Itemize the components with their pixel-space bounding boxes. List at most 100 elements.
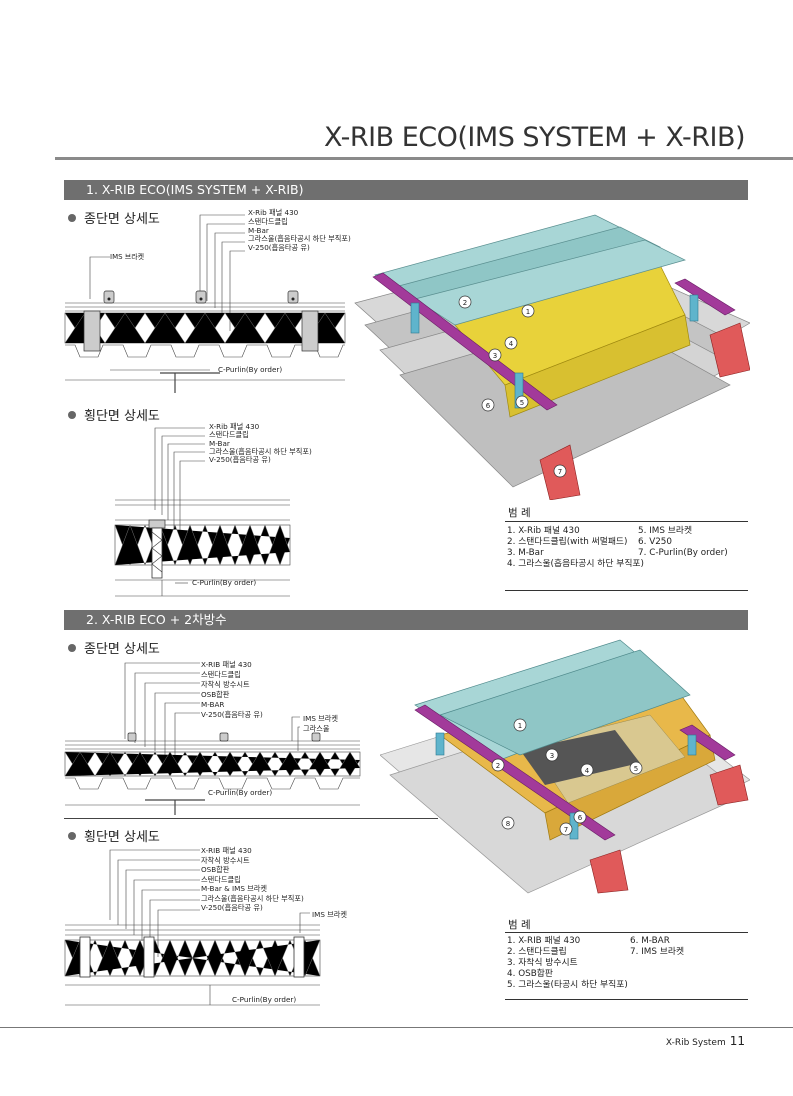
s2-cross-labels: X-RIB 패널 430 자착식 방수시트 OSB합판 스탠다드클립 M-Bar…: [201, 846, 304, 913]
title-rule: [55, 157, 793, 160]
s2-long-side-labels: IMS 브라켓 그라스울: [303, 714, 338, 734]
s2-long-label-5: M-BAR: [201, 700, 225, 709]
s2-long-label-3: 자착식 방수시트: [201, 680, 250, 689]
s1-cross-label-3: M-Bar: [209, 438, 230, 448]
s1-legend-item-5: 5. IMS 브라켓: [638, 526, 693, 536]
s2-cross-label-1: X-RIB 패널 430: [201, 846, 252, 855]
s1-cross-labels: X-Rib 패널 430 스탠다드클립 M-Bar 그라스울(흡음타공시 하단 …: [209, 422, 312, 465]
s2-cross-label-7: V-250(흡음타공 유): [201, 903, 263, 912]
s1-cross-label-1: X-Rib 패널 430: [209, 422, 260, 431]
s2-longitudinal-section-drawing: [64, 662, 361, 815]
s2-cross-section-drawing: [64, 849, 321, 1006]
s1-iso-num-1: 1: [526, 308, 530, 316]
s1-cross-label-2: 스탠다드클립: [209, 430, 249, 440]
s1-iso-num-6: 6: [486, 402, 491, 410]
s1-cross-label-4: 그라스울(흡음타공시 하단 부직포): [209, 446, 312, 456]
s2-long-title-text: 종단면 상세도: [84, 642, 160, 657]
s1-legend-left: 1. X-Rib 패널 430 2. 스탠다드클립(with 써멀패드) 3. …: [507, 526, 644, 570]
s1-legend-right: 5. IMS 브라켓 6. V250 7. C-Purlin(By order): [638, 526, 728, 559]
s1-cross-label-5: V-250(흡음타공 유): [209, 455, 271, 465]
s1-iso-num-3: 3: [493, 352, 497, 360]
s2-long-side-label-1: IMS 브라켓: [303, 714, 339, 723]
s1-long-label-4: 그라스울(흡음타공시 하단 부직포): [248, 234, 351, 244]
s2-legend-item-7: 7. IMS 브라켓: [630, 947, 685, 957]
s1-long-purlin-label: C-Purlin(By order): [218, 365, 283, 374]
page-title: X-RIB ECO(IMS SYSTEM + X-RIB): [324, 122, 745, 153]
s2-legend-top-rule: [505, 932, 748, 933]
s1-cross-section-drawing: [114, 427, 291, 597]
section2-header: 2. X-RIB ECO + 2차방수: [64, 610, 748, 630]
bullet-icon: [68, 644, 76, 652]
s2-long-title: 종단면 상세도: [68, 638, 160, 657]
s1-long-title-text: 종단면 상세도: [84, 212, 160, 227]
s1-iso-num-7: 7: [558, 468, 562, 476]
s1-cross-title-text: 횡단면 상세도: [84, 409, 160, 424]
s1-legend-item-6: 6. V250: [638, 537, 672, 547]
bullet-icon: [68, 214, 76, 222]
s1-legend-item-3: 3. M-Bar: [507, 548, 544, 558]
s2-cross-title-text: 횡단면 상세도: [84, 830, 160, 845]
s2-cross-side-label: IMS 브라켓: [312, 910, 348, 919]
s1-legend-bottom-rule: [505, 590, 748, 591]
s2-cross-title: 횡단면 상세도: [68, 826, 160, 845]
s1-legend-item-4: 4. 그라스울(흡음타공시 하단 부직포): [507, 559, 644, 569]
s2-iso-num-3: 3: [550, 752, 554, 760]
s2-iso-num-8: 8: [506, 820, 510, 828]
s1-long-label-2: 스탠다드클립: [248, 216, 288, 226]
s2-long-labels: X-RIB 패널 430 스탠다드클립 자착식 방수시트 OSB합판 M-BAR…: [201, 660, 263, 720]
s2-long-label-1: X-RIB 패널 430: [201, 660, 252, 669]
s2-cross-label-5: M-Bar & IMS 브라켓: [201, 884, 268, 893]
page-number: 11: [729, 1034, 745, 1048]
s1-isometric-roof-illustration: 1 2 3 4 5 6 7: [354, 214, 750, 500]
s1-long-side-label: IMS 브라켓: [110, 253, 145, 261]
s2-legend-item-6: 6. M-BAR: [630, 936, 670, 946]
s2-iso-num-5: 5: [634, 765, 638, 773]
bullet-icon: [68, 832, 76, 840]
s2-long-purlin-label: C-Purlin(By order): [208, 788, 273, 797]
s2-legend-item-1: 1. X-RIB 패널 430: [507, 936, 581, 946]
s2-legend-item-2: 2. 스탠다드클립: [507, 947, 567, 957]
s2-isometric-roof-illustration: 1 2 3 4 5 6 7 8: [380, 639, 750, 894]
s2-cross-label-4: 스탠다드클립: [201, 874, 241, 884]
bullet-icon: [68, 411, 76, 419]
s1-iso-num-2: 2: [463, 299, 467, 307]
section1-header: 1. X-RIB ECO(IMS SYSTEM + X-RIB): [64, 180, 748, 200]
s2-legend-item-3: 3. 자착식 방수시트: [507, 958, 578, 968]
footer-rule: [0, 1027, 793, 1028]
s2-legend-item-4: 4. OSB합판: [507, 969, 553, 979]
s1-legend-top-rule: [505, 521, 748, 522]
s2-iso-num-4: 4: [585, 767, 590, 775]
s2-long-label-2: 스탠다드클립: [201, 670, 241, 679]
s2-long-label-6: V-250(흡음타공 유): [201, 710, 263, 719]
s2-legend-bottom-rule: [505, 999, 748, 1000]
s1-long-label-3: M-Bar: [248, 225, 269, 235]
s2-iso-num-1: 1: [518, 722, 522, 730]
s2-cross-label-3: OSB합판: [201, 865, 230, 874]
s2-cross-label-6: 그라스울(흡음타공시 하단 부직포): [201, 893, 304, 903]
s1-cross-title: 횡단면 상세도: [68, 405, 160, 424]
s2-cross-purlin-label: C-Purlin(By order): [232, 995, 297, 1004]
s2-long-bottom-rule: [64, 818, 438, 819]
s1-iso-num-4: 4: [509, 340, 514, 348]
s1-long-label-5: V-250(흡음타공 유): [248, 243, 310, 253]
s1-legend-item-2: 2. 스탠다드클립(with 써멀패드): [507, 537, 628, 547]
s1-long-labels: X-Rib 패널 430 스탠다드클립 M-Bar 그라스울(흡음타공시 하단 …: [248, 208, 351, 253]
s1-iso-num-5: 5: [520, 399, 524, 407]
s2-legend-right: 6. M-BAR 7. IMS 브라켓: [630, 936, 684, 958]
footer-brand: X-Rib System: [665, 1038, 726, 1048]
s2-long-label-4: OSB합판: [201, 690, 230, 699]
s2-legend-title: 범 례: [508, 919, 531, 931]
s1-cross-purlin-label: C-Purlin(By order): [192, 578, 257, 587]
s1-legend-title: 범 례: [508, 507, 531, 519]
s1-long-title: 종단면 상세도: [68, 208, 160, 227]
s2-iso-num-2: 2: [496, 762, 500, 770]
s2-long-side-label-2: 그라스울: [303, 724, 330, 733]
s2-legend-left: 1. X-RIB 패널 430 2. 스탠다드클립 3. 자착식 방수시트 4.…: [507, 936, 628, 991]
s1-legend-item-7: 7. C-Purlin(By order): [638, 548, 728, 558]
s1-legend-item-1: 1. X-Rib 패널 430: [507, 526, 580, 536]
s1-long-label-1: X-Rib 패널 430: [248, 208, 299, 217]
s1-longitudinal-section-drawing: [64, 214, 346, 393]
s2-legend-item-5: 5. 그라스울(타공시 하단 부직포): [507, 980, 628, 990]
s2-iso-num-6: 6: [578, 814, 583, 822]
